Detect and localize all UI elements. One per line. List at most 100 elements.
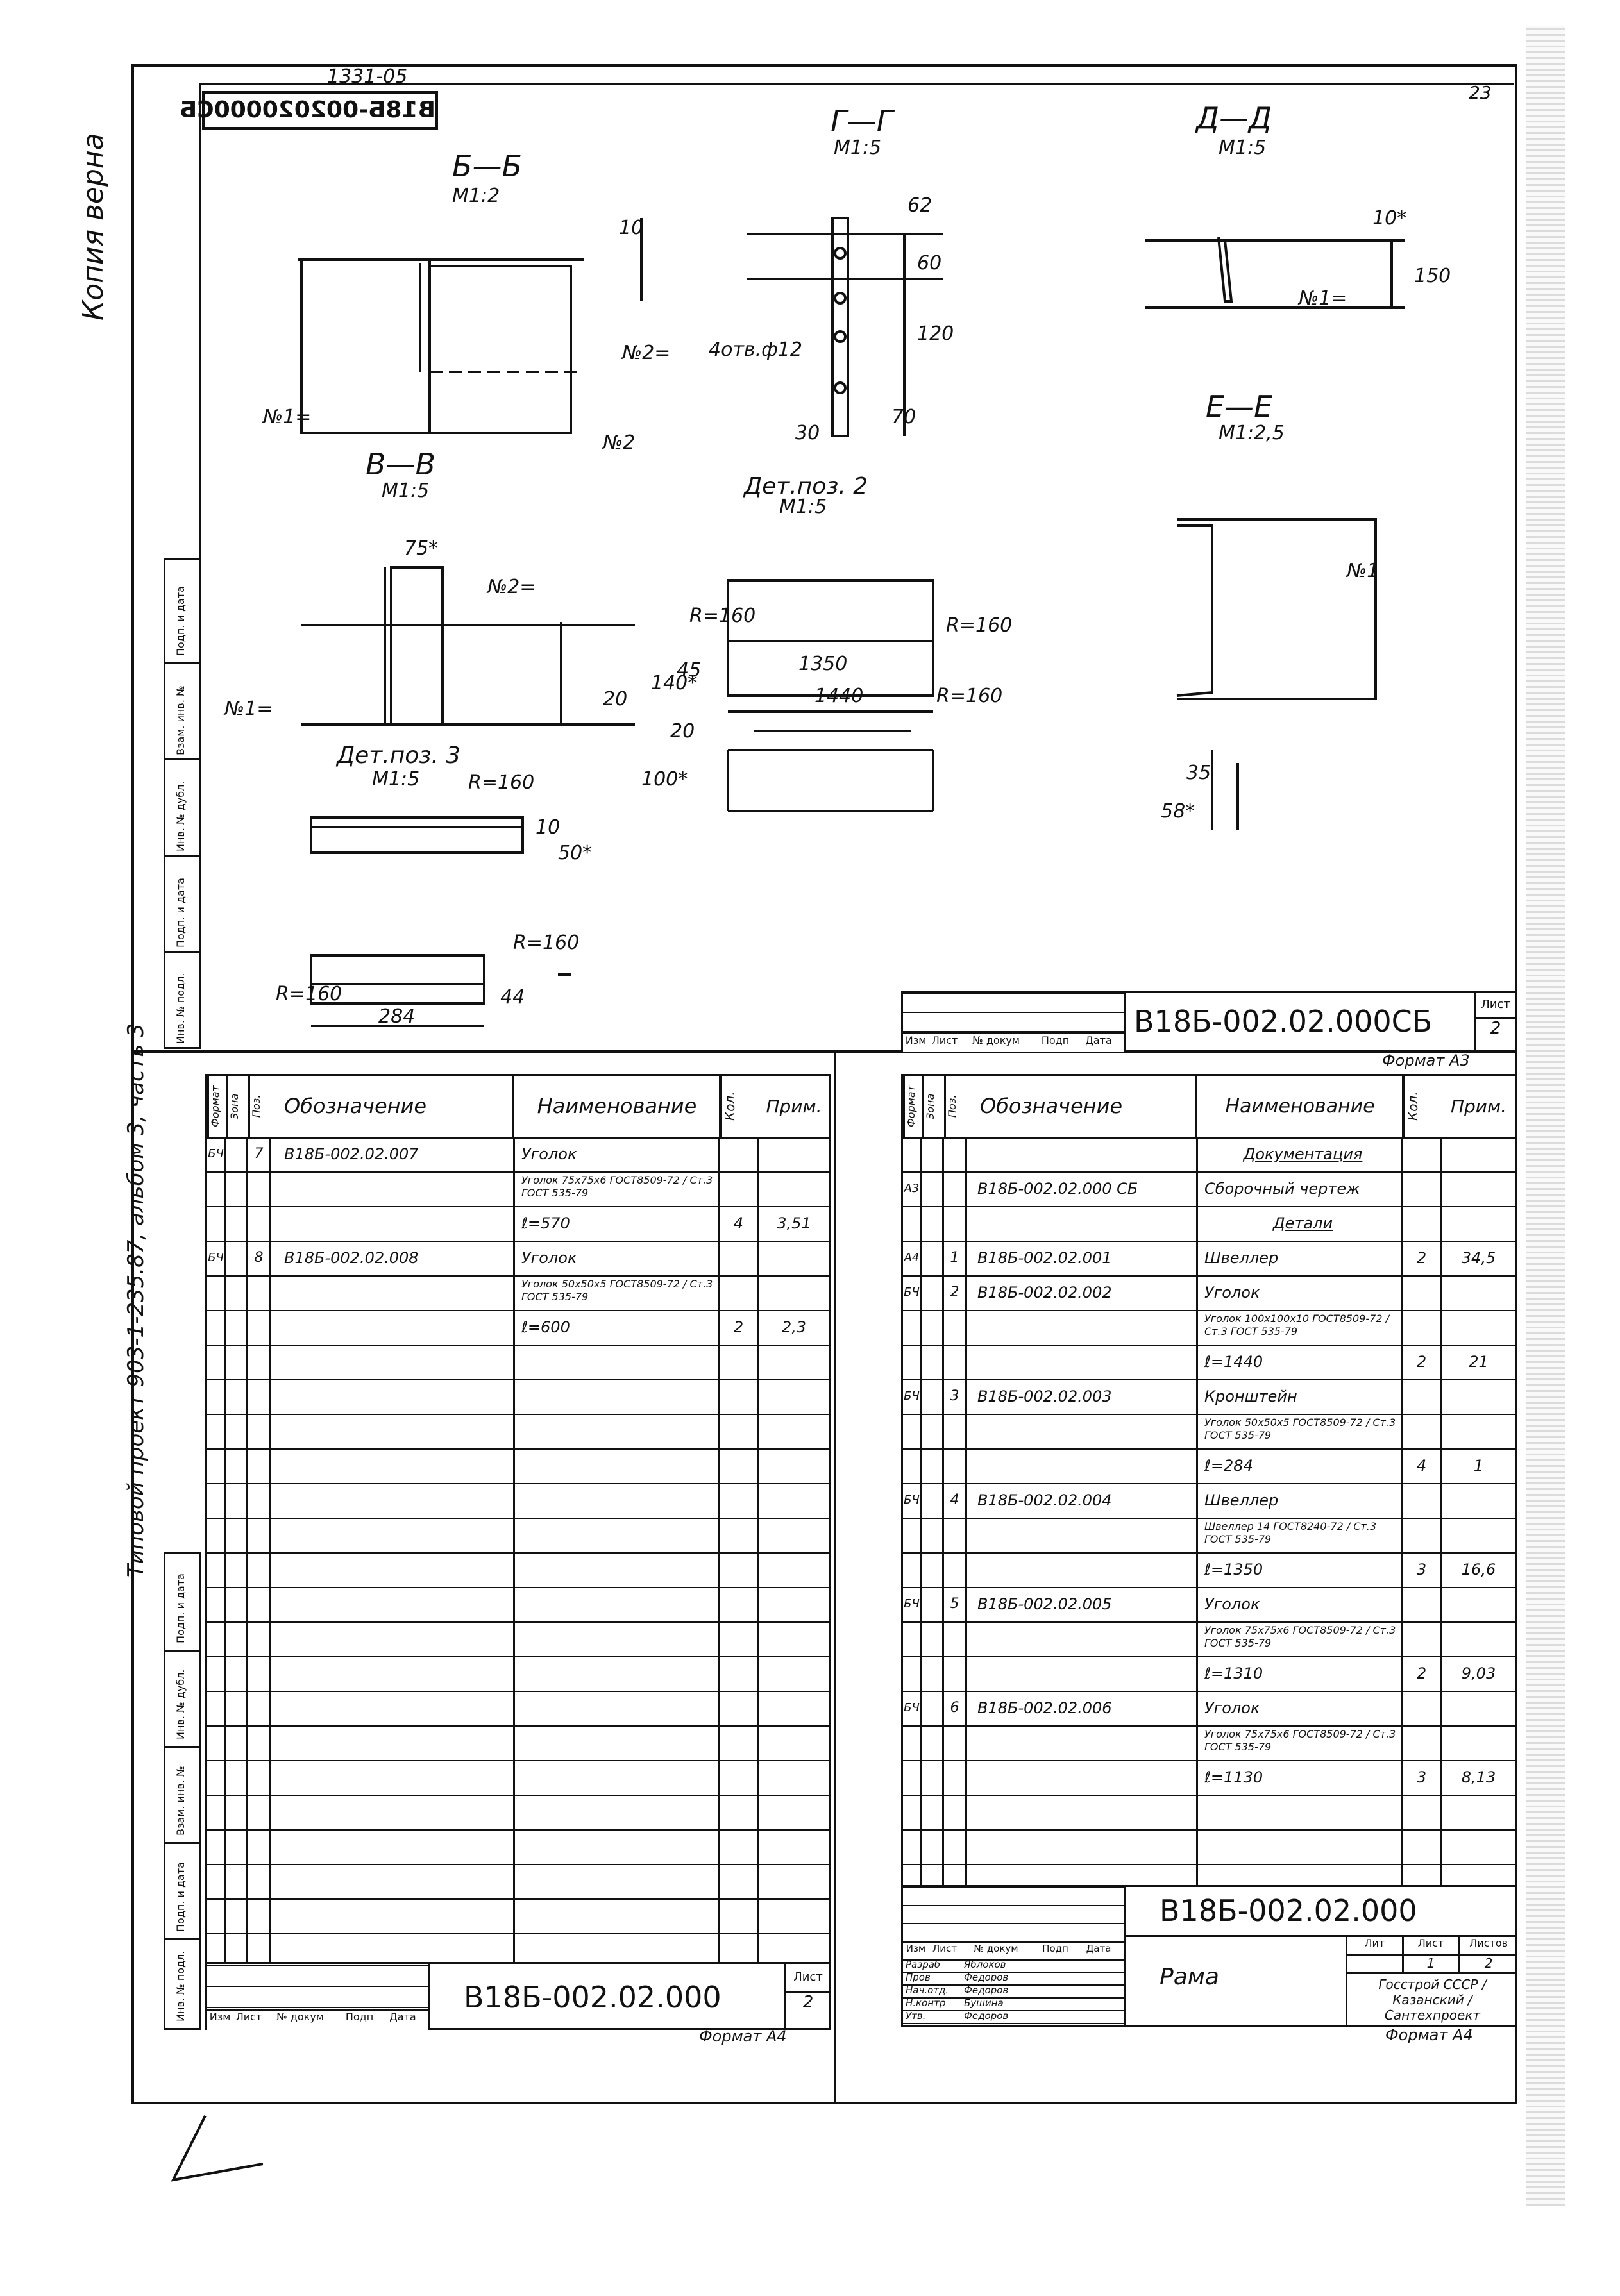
table-row — [207, 1829, 829, 1865]
table-row — [207, 1483, 829, 1519]
frame-split — [834, 1052, 836, 2103]
cell-qty — [1403, 1587, 1442, 1621]
cell-name — [1198, 1864, 1403, 1898]
hdr-code: Обозначение — [271, 1076, 514, 1137]
det3-dim: 10 — [536, 816, 560, 839]
cell-qty: 2 — [1403, 1345, 1442, 1379]
cell-zone — [922, 1760, 944, 1795]
table-row: Уголок 50х50х5 ГОСТ8509-72 / Ст.3 ГОСТ 5… — [903, 1414, 1515, 1450]
cell-fmt: А4 — [903, 1241, 922, 1275]
cell-zone — [226, 1379, 248, 1414]
cell-fmt — [903, 1206, 922, 1241]
cell-qty — [720, 1725, 759, 1760]
table-row — [903, 1795, 1515, 1831]
cell-fmt — [207, 1379, 226, 1414]
main-code: В18Б-002.02.000 — [1160, 1893, 1417, 1928]
cell-fmt — [903, 1760, 922, 1795]
cell-qty — [1403, 1725, 1442, 1760]
table-row: Уголок 50х50х5 ГОСТ8509-72 / Ст.3 ГОСТ 5… — [207, 1275, 829, 1311]
cell-qty — [1403, 1379, 1442, 1414]
cell-note — [1442, 1725, 1515, 1760]
cell-zone — [226, 1656, 248, 1691]
cell-name: Уголок 75х75х6 ГОСТ8509-72 / Ст.3 ГОСТ 5… — [1198, 1725, 1403, 1760]
cell-note — [1442, 1137, 1515, 1171]
cell-pos: 2 — [944, 1275, 967, 1310]
dd-callout: №1= — [1297, 287, 1347, 310]
table-row — [207, 1795, 829, 1831]
lit-label: Листов — [1469, 1937, 1508, 1949]
cell-note: 9,03 — [1461, 1664, 1496, 1682]
cell-zone — [922, 1345, 944, 1379]
cell-name: Кронштейн — [1198, 1379, 1403, 1414]
cell-pos: 8 — [248, 1241, 271, 1275]
bb-callout: №2 — [602, 432, 635, 454]
cell-qty — [720, 1587, 759, 1621]
cell-fmt — [903, 1518, 922, 1552]
cell-code — [271, 1379, 515, 1414]
vv-dim: 20 — [603, 688, 627, 710]
cell-note — [759, 1483, 829, 1518]
sheets-value: 2 — [1484, 1956, 1493, 1971]
col-label: Подп — [1042, 1943, 1068, 1954]
cell-note — [1442, 1829, 1515, 1864]
cell-name — [515, 1448, 720, 1483]
det3-title: Дет.поз. 3 — [335, 742, 460, 769]
col-label: Изм — [906, 1943, 926, 1954]
cell-pos — [944, 1725, 967, 1760]
cell-pos — [248, 1310, 271, 1345]
cell-zone — [922, 1656, 944, 1691]
cell-qty — [720, 1241, 759, 1275]
cell-note: 2,3 — [781, 1318, 807, 1336]
cell-zone — [922, 1691, 944, 1725]
cell-zone — [922, 1518, 944, 1552]
cell-qty — [720, 1137, 759, 1171]
cell-fmt — [207, 1864, 226, 1898]
cell-zone — [922, 1483, 944, 1518]
cell-pos — [944, 1795, 967, 1829]
col-label: Лист — [235, 2011, 262, 2023]
det2-dim: R=160 — [689, 605, 755, 627]
cell-code — [967, 1656, 1198, 1691]
cell-note — [759, 1864, 829, 1898]
margin-field: Инв. № дубл. — [165, 758, 199, 857]
cell-pos — [248, 1171, 271, 1206]
col-label: Лист — [932, 1943, 957, 1954]
lit-label: Лит — [1347, 1937, 1404, 1954]
cell-pos — [944, 1137, 967, 1171]
cell-note — [1442, 1795, 1515, 1829]
approval-role: Разраб — [906, 1959, 941, 1970]
cell-fmt: БЧ — [903, 1587, 922, 1621]
margin-fields-upper: Подп. и дата Взам. инв. № Инв. № дубл. П… — [164, 558, 201, 1049]
cell-name: Швеллер — [1198, 1483, 1403, 1518]
cell-code: В18Б-002.02.008 — [271, 1241, 515, 1275]
cell-fmt: БЧ — [207, 1241, 226, 1275]
cell-code — [271, 1483, 515, 1518]
cell-code — [271, 1310, 515, 1345]
cell-code — [967, 1310, 1198, 1345]
cell-pos — [248, 1933, 271, 1968]
cell-code — [271, 1760, 515, 1795]
col-label: Изм — [905, 1034, 927, 1046]
approval-row: Нач.отд.Федоров — [903, 1984, 1124, 1999]
ee-scale: М1:2,5 — [1219, 422, 1285, 444]
ee-dim: 35 — [1186, 762, 1211, 784]
cell-note: 1 — [1473, 1457, 1484, 1475]
hdr-pos: Поз. — [944, 1076, 968, 1137]
drawing-area: Б—Б Г—Г Д—Д В—В Е—Е М1:2 М1:5 М1:5 М1:5 … — [223, 101, 1451, 1028]
cell-qty — [1403, 1137, 1442, 1171]
sheet-label: Лист — [786, 1964, 830, 1993]
margin-field: Взам. инв. № — [165, 1746, 199, 1844]
cell-zone — [922, 1795, 944, 1829]
det3-dim: 50* — [558, 842, 592, 864]
cell-pos — [248, 1518, 271, 1552]
cell-code — [967, 1829, 1198, 1864]
cell-name — [515, 1345, 720, 1379]
margin-field: Инв. № дубл. — [165, 1650, 199, 1748]
cell-note — [1442, 1518, 1515, 1552]
cell-name: Уголок — [1198, 1691, 1403, 1725]
